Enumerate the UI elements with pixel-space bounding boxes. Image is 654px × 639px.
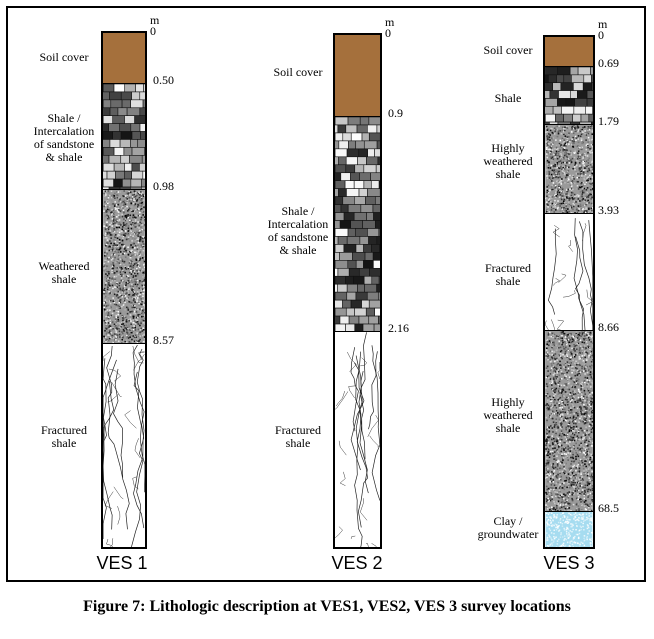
layer-pattern-soil — [335, 35, 380, 116]
layer-speckle — [103, 189, 145, 343]
layer-clay — [545, 511, 593, 547]
layer-label: Weathered shale — [38, 259, 90, 286]
layer-label: Clay / groundwater — [477, 514, 539, 541]
depth-value: 2.16 — [388, 321, 409, 335]
layer-label: Soil cover — [483, 42, 533, 57]
lithology-column-ves3 — [543, 35, 595, 549]
layer-pattern-blocks — [103, 84, 145, 189]
column-title: VES 3 — [543, 553, 595, 573]
lithology-column-ves1 — [101, 31, 147, 549]
layer-label: Fractured shale — [485, 261, 531, 288]
layer-fracture — [335, 331, 380, 547]
depth-value: 0.50 — [153, 73, 174, 87]
layer-pattern-clay — [545, 512, 593, 547]
layer-pattern-speckle — [103, 190, 145, 343]
layer-label: Highly weathered shale — [483, 140, 533, 181]
layer-soil — [335, 35, 380, 116]
layer-pattern-fracture — [103, 344, 145, 547]
layer-fracture — [545, 213, 593, 330]
layer-speckle — [545, 124, 593, 213]
layer-pattern-fracture — [335, 332, 380, 547]
layer-blocks — [545, 66, 593, 124]
layer-blocks — [335, 116, 380, 331]
depth-value: 1.79 — [598, 114, 619, 128]
layer-pattern-fracture — [545, 214, 593, 330]
depth-top: 0 — [385, 26, 391, 40]
depth-unit: m — [150, 13, 160, 27]
layer-soil — [103, 33, 145, 83]
column-title: VES 2 — [331, 553, 383, 573]
depth-value: 3.93 — [598, 203, 619, 217]
depth-top: 0 — [150, 24, 156, 38]
layer-label: Soil cover — [273, 64, 323, 79]
depth-value: 8.57 — [153, 333, 174, 347]
depth-value: 68.5 — [598, 501, 619, 515]
depth-top: 0 — [598, 28, 604, 42]
layer-fracture — [103, 343, 145, 547]
layer-label: Shale / Intercalation of sandstone & sha… — [33, 111, 95, 164]
column-title: VES 1 — [96, 553, 148, 573]
depth-unit: m — [385, 15, 395, 29]
depth-value: 0.69 — [598, 56, 619, 70]
layer-pattern-blocks — [545, 67, 593, 124]
layer-label: Shale / Intercalation of sandstone & sha… — [267, 204, 329, 257]
layer-speckle — [545, 330, 593, 511]
layer-label: Fractured shale — [41, 423, 87, 450]
layer-soil — [545, 37, 593, 66]
layer-pattern-speckle — [545, 331, 593, 511]
layer-label: Soil cover — [39, 49, 89, 64]
figure-caption: Figure 7: Lithologic description at VES1… — [83, 598, 571, 615]
layer-blocks — [103, 83, 145, 189]
depth-unit: m — [598, 17, 608, 31]
depth-value: 0.9 — [388, 106, 403, 120]
layer-pattern-soil — [103, 33, 145, 83]
layer-pattern-blocks — [335, 117, 380, 331]
layer-label: Highly weathered shale — [483, 394, 533, 435]
layer-label: Shale — [494, 90, 522, 105]
depth-value: 0.98 — [153, 179, 174, 193]
lithology-column-ves2 — [333, 33, 382, 549]
layer-pattern-soil — [545, 37, 593, 66]
depth-value: 8.66 — [598, 320, 619, 334]
layer-label: Fractured shale — [275, 423, 321, 450]
layer-pattern-speckle — [545, 125, 593, 213]
